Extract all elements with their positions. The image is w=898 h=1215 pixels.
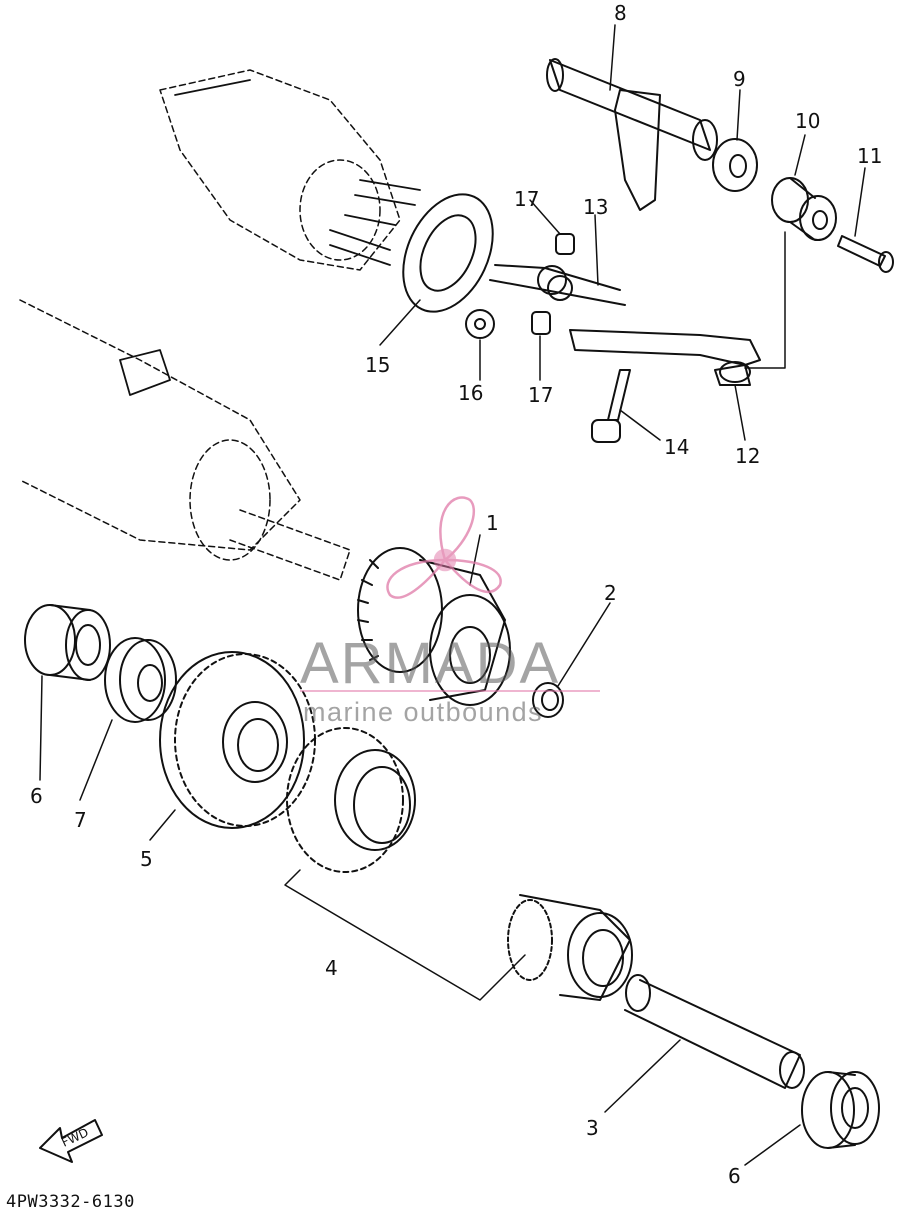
- part-5-idler-gear: [159, 651, 316, 829]
- callout-17-lower: 17: [528, 383, 553, 407]
- part-12-lever: [569, 329, 761, 386]
- part-10-collar: [771, 177, 837, 241]
- callout-4: 4: [325, 956, 338, 980]
- fwd-arrow-icon: [39, 1119, 103, 1163]
- callout-5: 5: [140, 847, 153, 871]
- propeller-logo-icon: [386, 496, 502, 599]
- watermark-divider: [300, 690, 600, 692]
- part-15-gasket: [402, 193, 494, 313]
- callout-12: 12: [735, 444, 760, 468]
- part-4-gear-left: [286, 727, 416, 873]
- callout-7: 7: [74, 808, 87, 832]
- part-3-shaft: [624, 974, 805, 1089]
- fwd-label: FWD: [59, 1125, 90, 1150]
- starter-motor-solid: [119, 79, 421, 396]
- callout-13: 13: [583, 195, 608, 219]
- callout-3: 3: [586, 1116, 599, 1140]
- callout-9: 9: [733, 67, 746, 91]
- part-17-collar-upper: [555, 233, 575, 255]
- part-13-spring: [489, 264, 626, 306]
- callout-1: 1: [486, 511, 499, 535]
- callout-6-lower: 6: [728, 1164, 741, 1188]
- part-11-screw: [837, 235, 894, 273]
- part-1-clutch-gear: [357, 547, 511, 706]
- part-16-nut: [465, 309, 495, 339]
- watermark-brand: ARMADA: [300, 631, 561, 696]
- callout-15: 15: [365, 353, 390, 377]
- watermark-tagline: marine outbounds: [303, 697, 544, 727]
- callout-11: 11: [857, 144, 882, 168]
- callout-6-upper: 6: [30, 784, 43, 808]
- starter-motor-drawing: [19, 69, 401, 581]
- callout-2: 2: [604, 581, 617, 605]
- callout-numbers: 1 2 3 4 5 6 6 7 8 9 10 11 12 13 14 15 16…: [30, 1, 882, 1188]
- callout-10: 10: [795, 109, 820, 133]
- part-code-label: 4PW3332-6130: [6, 1192, 135, 1212]
- part-6-bearing-upper: [24, 604, 111, 681]
- callout-16: 16: [458, 381, 483, 405]
- part-7-washer: [104, 637, 177, 723]
- part-6-bearing-lower: [801, 1071, 880, 1149]
- callout-17-upper: 17: [514, 187, 539, 211]
- part-14-bolt: [591, 369, 631, 443]
- part-8-shift-shaft: [546, 58, 718, 211]
- part-9-washer: [712, 138, 758, 192]
- callout-8: 8: [614, 1, 627, 25]
- leader-lines: [39, 24, 866, 1166]
- part-4-gear-right: [507, 894, 633, 1001]
- part-17-collar-lower: [531, 311, 551, 335]
- callout-14: 14: [664, 435, 689, 459]
